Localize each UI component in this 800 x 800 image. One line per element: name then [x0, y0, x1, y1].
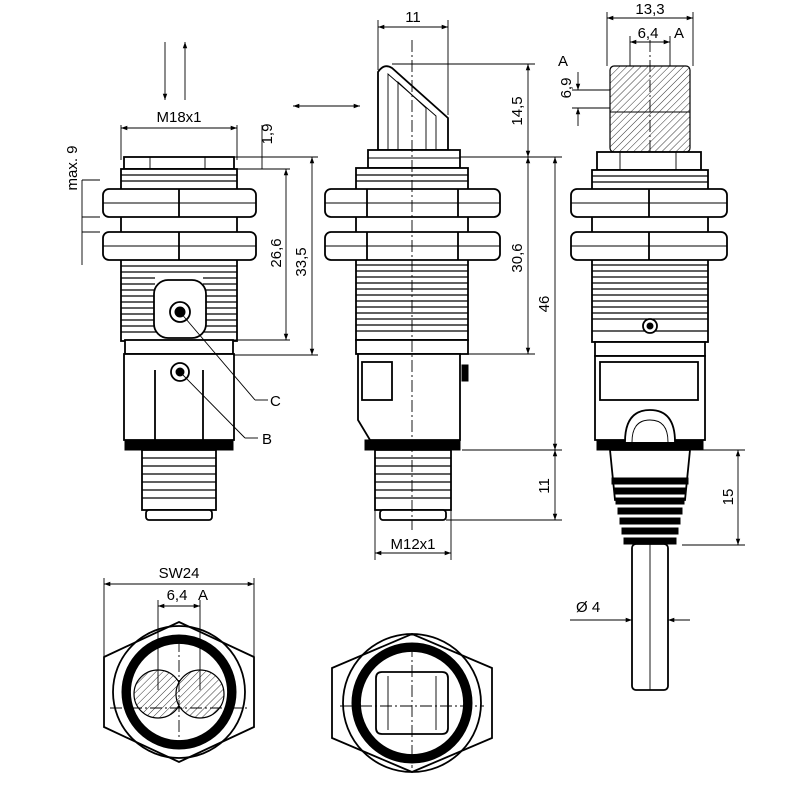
nut-lower-right — [570, 231, 728, 261]
swivel-optic-head — [377, 65, 449, 151]
dim-connector-thread: M12x1 — [390, 536, 435, 553]
dim-46: 46 — [536, 296, 553, 313]
dim-26-6: 26,6 — [268, 238, 285, 267]
label-b: B — [262, 431, 272, 448]
dim-side-thread: M18x1 — [156, 109, 201, 126]
dim-33-5: 33,5 — [293, 247, 310, 276]
nut-upper-middle — [324, 188, 501, 218]
front-view-right — [570, 12, 745, 691]
side-view-left — [81, 42, 318, 521]
nut-lower-left — [102, 231, 257, 261]
nut-upper-left — [102, 188, 257, 218]
potentiometer-c — [153, 279, 207, 339]
nut-upper-right — [570, 188, 728, 218]
label-a-side: A — [558, 53, 568, 70]
cable-strain-relief — [611, 477, 689, 545]
dim-13-3: 13,3 — [635, 1, 664, 18]
connector-thread-middle — [375, 457, 451, 499]
thread-lines-middle — [356, 174, 468, 332]
label-a-bottom: A — [198, 587, 208, 604]
label-a-top: A — [674, 25, 684, 42]
nut-lower-middle — [324, 231, 501, 261]
dim-max-9: max. 9 — [64, 145, 81, 190]
dim-cable-diameter: Ø 4 — [576, 599, 600, 616]
label-c: C — [270, 393, 281, 410]
dim-15: 15 — [720, 489, 737, 506]
dim-11-bottom: 11 — [536, 478, 553, 494]
dim-wrench-size: SW24 — [159, 565, 200, 582]
dim-1-9: 1,9 — [259, 124, 276, 145]
dim-optic-6-4: 6,4 — [167, 587, 188, 604]
dim-6-9: 6,9 — [558, 78, 575, 99]
dim-14-5: 14,5 — [509, 96, 526, 125]
dim-30-6: 30,6 — [509, 243, 526, 272]
top-view-swivel — [331, 633, 493, 773]
dim-6-4-top: 6,4 — [638, 25, 659, 42]
top-view-optics — [103, 578, 255, 763]
dim-front-width-11: 11 — [405, 9, 421, 26]
side-view-middle — [293, 20, 562, 560]
connector-thread-left — [142, 457, 216, 499]
